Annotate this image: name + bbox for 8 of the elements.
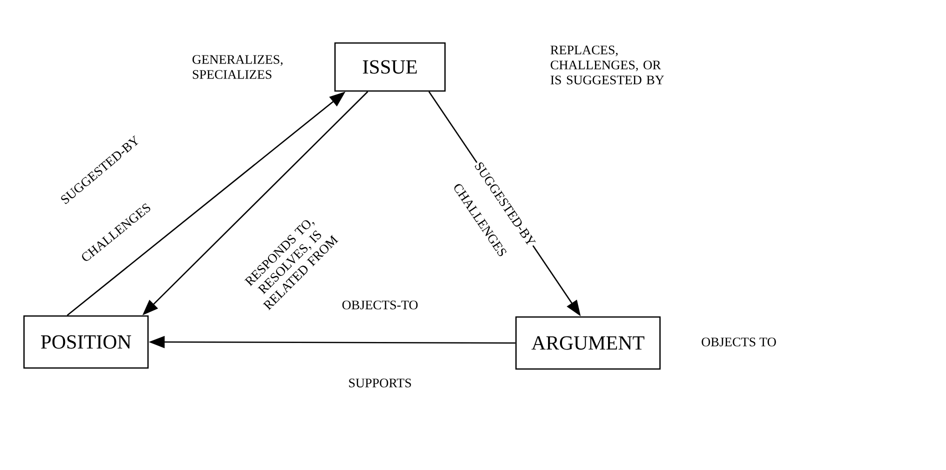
concept-box: POSITION	[23, 315, 149, 369]
relation-label: SUPPORTS	[349, 378, 411, 388]
edge-label: OBJECTS-TO	[340, 300, 420, 310]
concept-box: ARGUMENT	[515, 316, 661, 370]
concept-box: ISSUE	[334, 42, 446, 92]
relation-label: OBJECTS TO	[702, 338, 776, 346]
relation-label: GENERALIZES, SPECIALIZES	[192, 55, 283, 79]
relation-label: REPLACES, CHALLENGES, OR IS SUGGESTED BY	[550, 46, 664, 84]
